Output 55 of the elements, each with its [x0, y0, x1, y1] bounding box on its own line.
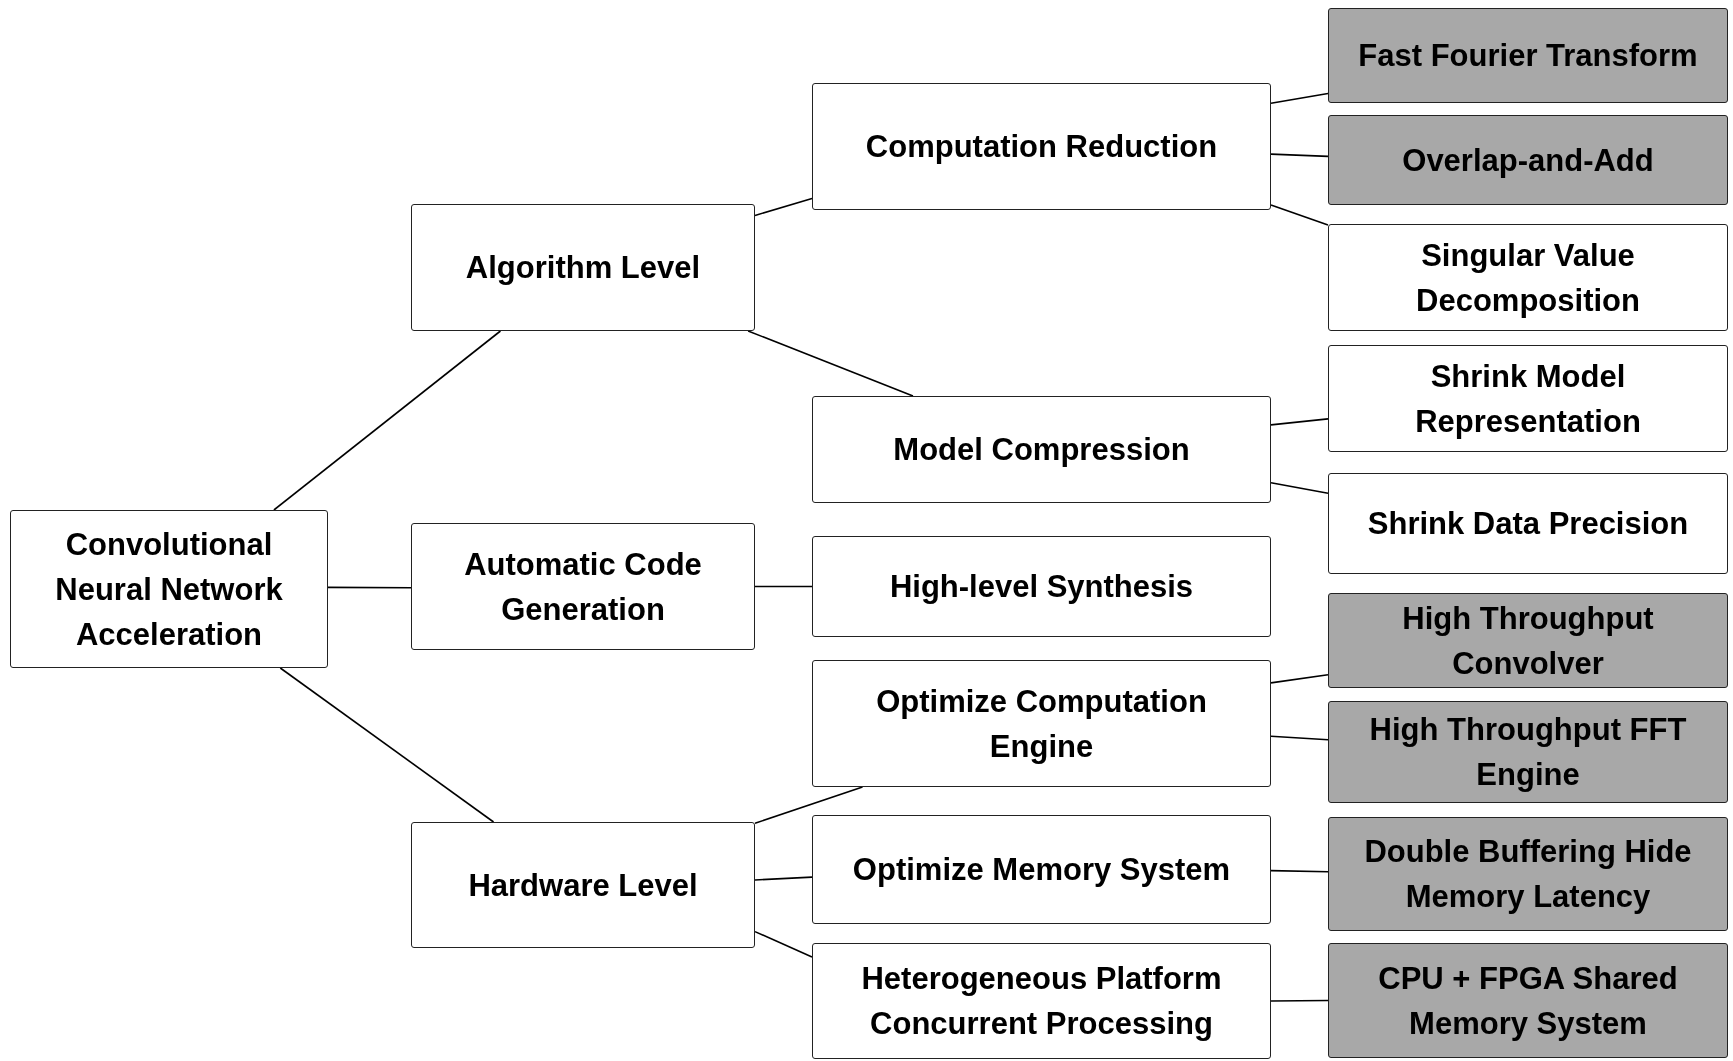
box-label: Heterogeneous Platform Concurrent Processing — [860, 960, 1223, 1043]
concept-box — [812, 815, 1271, 924]
concept-box — [1328, 817, 1728, 931]
box-label: Model Compression — [893, 431, 1190, 469]
concept-box — [1328, 224, 1728, 331]
box-label: Automatic Code Generation — [463, 545, 703, 629]
concept-box — [1328, 943, 1728, 1058]
concept-box — [812, 396, 1271, 503]
connector-line — [1270, 999, 1329, 1002]
connector-line — [754, 876, 813, 881]
connector-line — [754, 930, 813, 958]
connector-line — [1270, 204, 1329, 226]
box-label: Convolutional Neural Network Acceleration — [54, 525, 284, 654]
connector-line — [1270, 735, 1329, 741]
box-label: Double Buffering Hide Memory Latency — [1363, 833, 1693, 916]
box-label: Shrink Model Representation — [1414, 357, 1642, 441]
box-label: High-level Synthesis — [889, 568, 1194, 606]
concept-box — [411, 523, 755, 650]
concept-box — [1328, 593, 1728, 688]
concept-box — [411, 204, 755, 331]
box-label: High Throughput FFT Engine — [1368, 711, 1688, 794]
concept-box — [10, 510, 328, 668]
concept-box — [812, 536, 1271, 637]
connector-line — [1270, 153, 1329, 158]
connector-line — [273, 330, 502, 511]
box-label: Shrink Data Precision — [1367, 505, 1689, 543]
connector-line — [1270, 481, 1329, 494]
box-label: Algorithm Level — [465, 249, 701, 287]
box-label: Singular Value Decomposition — [1415, 236, 1641, 320]
concept-box — [411, 822, 755, 948]
box-label: Optimize Memory System — [852, 851, 1231, 889]
connector-line — [279, 667, 495, 823]
concept-box — [1328, 701, 1728, 803]
connector-line — [1270, 418, 1329, 426]
connector-line — [327, 586, 412, 589]
concept-box — [1328, 345, 1728, 452]
connector-line — [1270, 92, 1329, 105]
connector-line — [754, 585, 813, 588]
box-label: Optimize Computation Engine — [875, 682, 1208, 766]
concept-box — [1328, 473, 1728, 574]
connector-line — [1270, 869, 1329, 873]
connector-line — [1270, 673, 1329, 684]
box-label: Fast Fourier Transform — [1358, 37, 1698, 75]
box-label: Overlap-and-Add — [1402, 141, 1654, 180]
box-label: Hardware Level — [468, 866, 698, 905]
box-label: CPU + FPGA Shared Memory System — [1377, 959, 1679, 1043]
concept-box — [812, 943, 1271, 1059]
concept-box — [1328, 8, 1728, 103]
box-label: High Throughput Convolver — [1401, 599, 1655, 683]
concept-box — [812, 660, 1271, 787]
concept-box — [1328, 115, 1728, 205]
connector-line — [754, 197, 813, 217]
connector-line — [747, 330, 914, 397]
concept-box — [812, 83, 1271, 210]
box-label: Computation Reduction — [865, 128, 1218, 166]
